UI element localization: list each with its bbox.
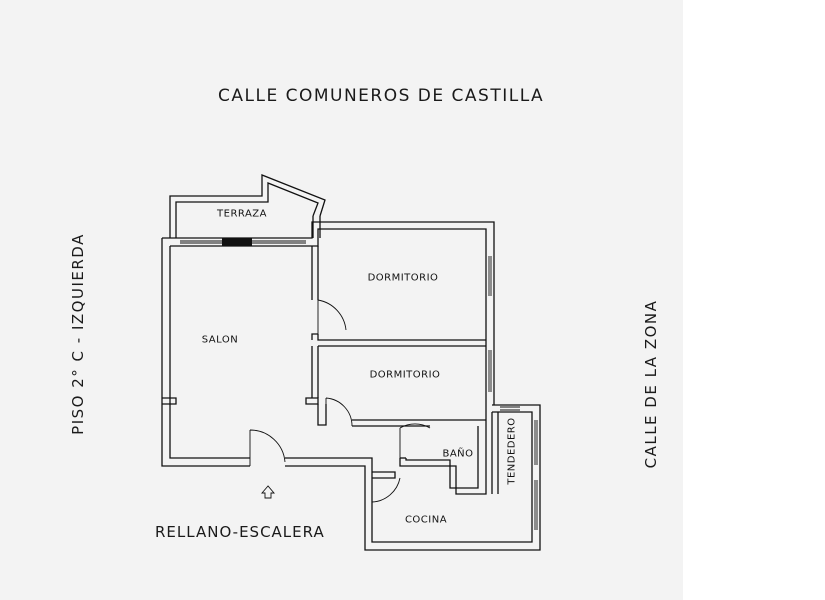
door-swings (249, 299, 431, 503)
room-label-cocina: COCINA (404, 514, 448, 526)
terrace-windows (180, 238, 306, 246)
room-label-tendedero: TENDEDERO (506, 417, 518, 485)
outer-walls (161, 221, 541, 551)
room-label-salon: SALON (201, 334, 239, 346)
landing-label: RELLANO-ESCALERA (155, 523, 325, 541)
bedroom-windows (488, 256, 538, 530)
room-label-dormitorio-2: DORMITORIO (369, 369, 441, 381)
room-label-dormitorio-1: DORMITORIO (367, 272, 439, 284)
tendedero-frame (500, 406, 520, 411)
room-label-bano: BAÑO (442, 448, 474, 460)
terrace-walls (169, 174, 326, 238)
interior-walls (162, 246, 499, 495)
street-name-top: CALLE COMUNEROS DE CASTILLA (218, 86, 545, 106)
floor-plan (161, 174, 541, 551)
entrance-arrow-icon (261, 485, 275, 499)
drawing-sheet: CALLE COMUNEROS DE CASTILLA CALLE DE LA … (0, 0, 683, 600)
room-label-terraza: TERRAZA (217, 208, 267, 220)
